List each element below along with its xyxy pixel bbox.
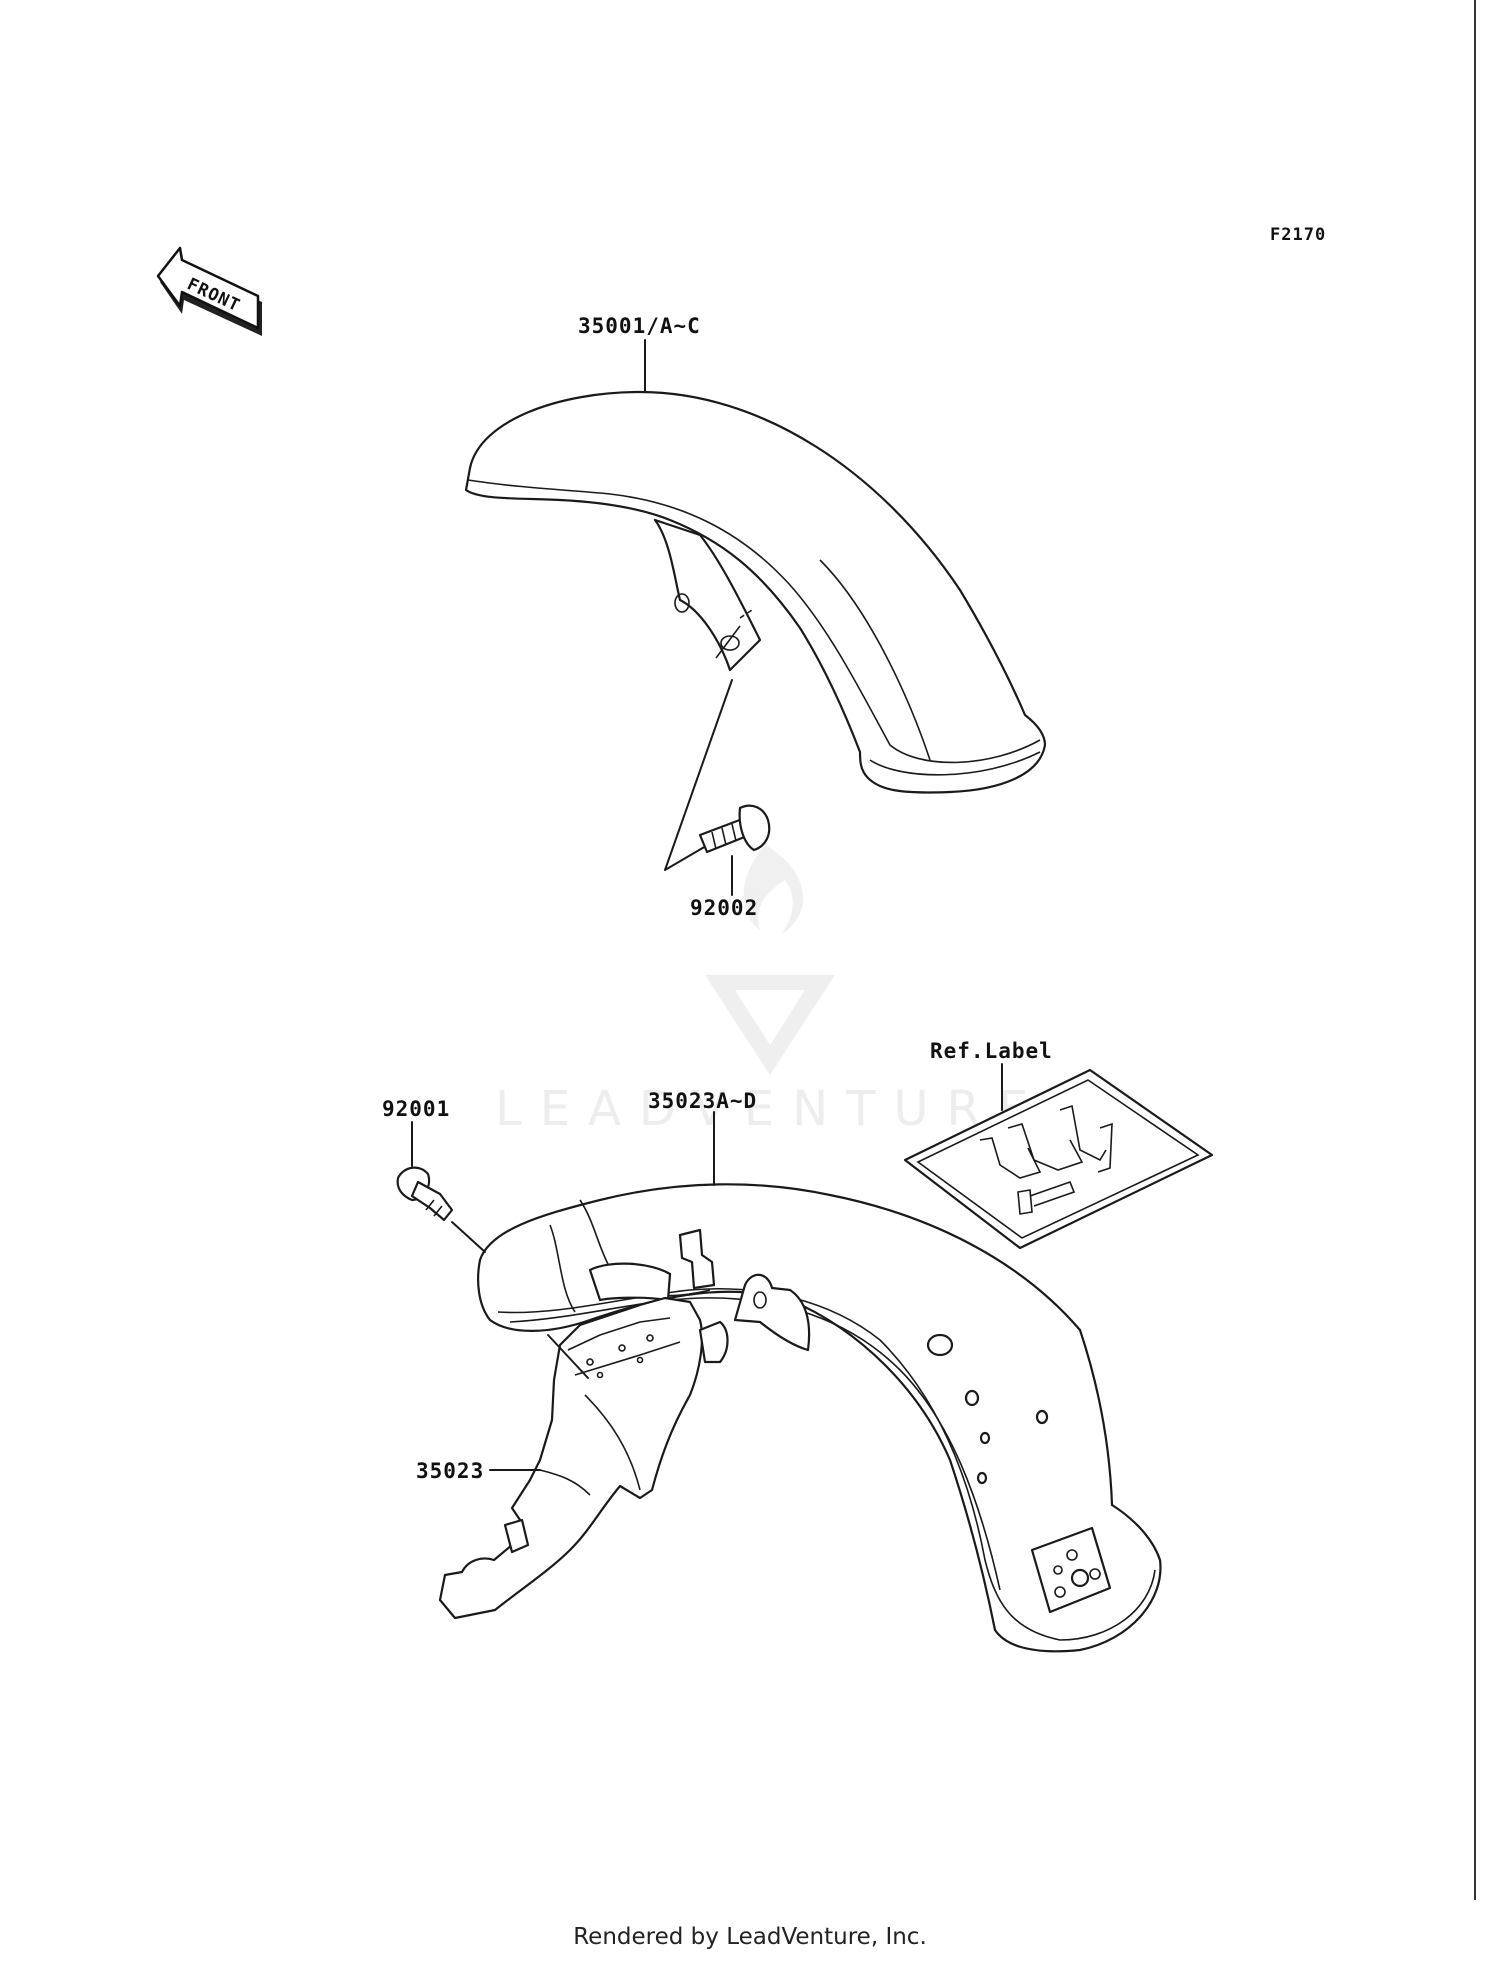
watermark-logo: LEADVENTURE <box>495 845 1046 1137</box>
callout-35023A-D: 35023A~D <box>648 1089 757 1113</box>
figure-code: F2170 <box>1270 225 1326 245</box>
callout-ref-label: Ref.Label <box>930 1039 1053 1063</box>
leader-rear-bolt-to-fender <box>451 1221 486 1253</box>
front-direction-arrow-icon: FRONT <box>156 246 262 336</box>
rear-fender-hole-2 <box>964 1389 980 1407</box>
front-fender-bolt-part <box>698 804 771 854</box>
front-fender-mount-hole <box>674 593 690 613</box>
front-fender-part <box>464 390 1047 794</box>
rear-fender-part <box>477 1183 1162 1653</box>
rear-fender-hole-1 <box>926 1333 954 1357</box>
callout-92001: 92001 <box>382 1097 450 1121</box>
rear-fender-bolt-part <box>396 1166 454 1222</box>
callout-92002: 92002 <box>690 896 758 920</box>
watermark-text: LEADVENTURE <box>495 1081 1046 1137</box>
license-plate-mount <box>1030 1526 1112 1614</box>
rear-fender-hole-4 <box>979 1431 991 1445</box>
rear-fender-hole-3 <box>1035 1409 1049 1425</box>
leader-inner-fender-top <box>547 1334 589 1379</box>
rear-fender-hole-5 <box>976 1471 988 1485</box>
footer-rendered-by: Rendered by LeadVenture, Inc. <box>573 1924 927 1950</box>
rear-inner-fender-part <box>438 1296 729 1620</box>
reference-label-part <box>903 1068 1214 1250</box>
callout-35023: 35023 <box>416 1459 484 1483</box>
callout-35001: 35001/A~C <box>578 314 701 338</box>
